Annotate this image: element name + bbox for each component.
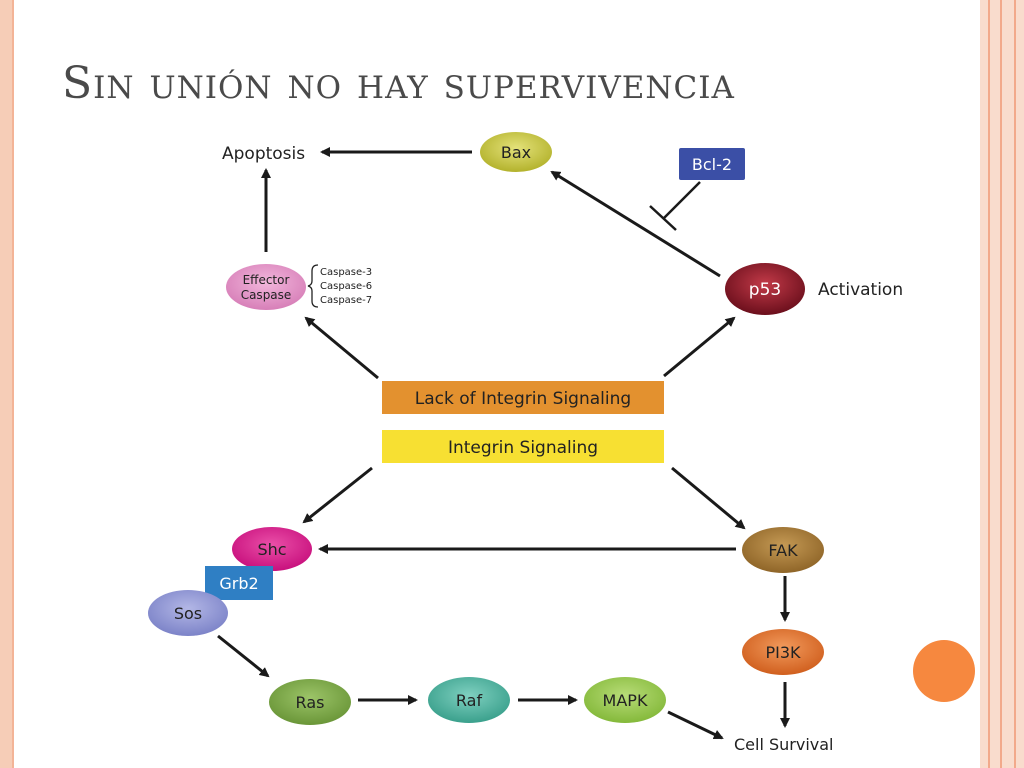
grb2-label: Grb2 [219,574,258,593]
apoptosis-label: Apoptosis [222,144,305,164]
arrow-integrin-to-shc [302,466,373,524]
right-border-decoration [980,0,1024,768]
caspase-6-label: Caspase-6 [320,281,372,292]
arrow-mapk-to-survival [667,710,724,740]
cell-survival-label: Cell Survival [734,735,834,754]
left-border-decoration [0,0,12,768]
slide-title: Sin unión no hay supervivencia [62,58,735,109]
arrow-lack-to-effector [304,316,379,380]
p53-label: p53 [749,280,781,300]
bcl2-node: Bcl-2 [679,148,745,180]
bax-label: Bax [501,143,531,162]
fak-node: FAK [742,527,824,573]
grb2-node: Grb2 [205,566,273,600]
integrin-box: Integrin Signaling [382,430,664,463]
caspase-list: Caspase-3 Caspase-6 Caspase-7 [307,264,372,308]
p53-node: p53 [725,263,805,315]
lack-integrin-label: Lack of Integrin Signaling [415,389,631,409]
integrin-label: Integrin Signaling [448,438,598,458]
decorative-orange-circle [913,640,975,702]
bcl2-label: Bcl-2 [692,155,732,174]
activation-label: Activation [818,280,903,300]
fak-label: FAK [768,541,798,560]
shc-node: Shc [232,527,312,571]
brace-icon [307,264,319,308]
sos-label: Sos [174,604,202,623]
sos-node: Sos [148,590,228,636]
arrow-p53-to-bax [550,170,721,278]
left-border-line [12,0,14,768]
caspase-7-label: Caspase-7 [320,295,372,306]
lack-integrin-box: Lack of Integrin Signaling [382,381,664,414]
arrow-lack-to-p53 [663,316,736,378]
ras-label: Ras [296,693,325,712]
ras-node: Ras [269,679,351,725]
arrow-integrin-to-fak [671,466,746,530]
effector-caspase-node: Effector Caspase [226,264,306,310]
raf-label: Raf [456,691,483,710]
mapk-node: MAPK [584,677,666,723]
raf-node: Raf [428,677,510,723]
shc-label: Shc [257,540,286,559]
caspase-3-label: Caspase-3 [320,267,372,278]
pathway-arrows [217,147,790,740]
arrow-sos-to-ras [217,634,270,678]
effector-label: Effector [243,273,290,287]
pi3k-label: PI3K [765,643,801,662]
bax-node: Bax [480,132,552,172]
pi3k-node: PI3K [742,629,824,675]
bcl2-inhibition [649,181,701,231]
mapk-label: MAPK [603,691,648,710]
caspase-label: Caspase [241,288,292,302]
